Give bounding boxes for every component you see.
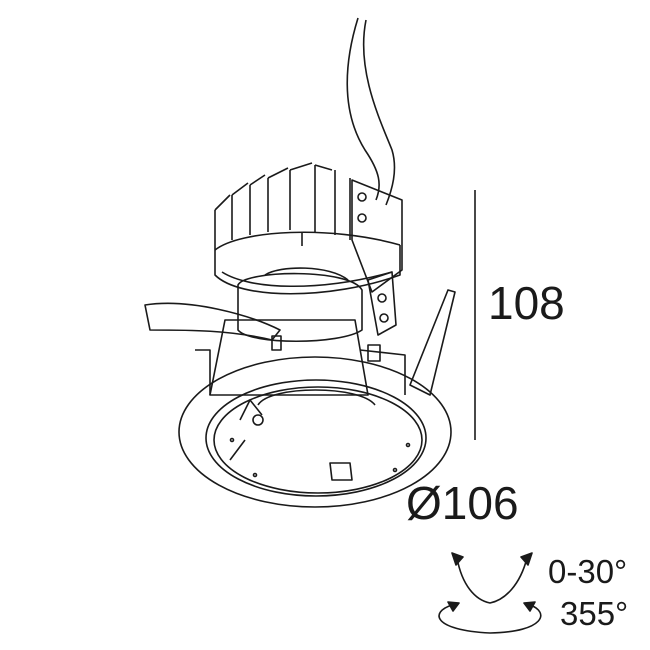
heatsink — [214, 162, 401, 295]
cable — [346, 17, 396, 206]
spring-clip-left — [144, 302, 281, 341]
tilt-label: 0-30° — [548, 553, 628, 590]
rotation-icon — [438, 601, 542, 634]
height-label: 108 — [488, 277, 565, 329]
tilt-icon — [451, 552, 533, 604]
spring-clip-right — [409, 289, 456, 396]
body — [195, 267, 406, 396]
trim-ring — [178, 356, 452, 508]
rotation-label: 355° — [560, 595, 629, 632]
diameter-label: Ø106 — [406, 477, 519, 529]
mounting-bracket — [301, 179, 403, 336]
